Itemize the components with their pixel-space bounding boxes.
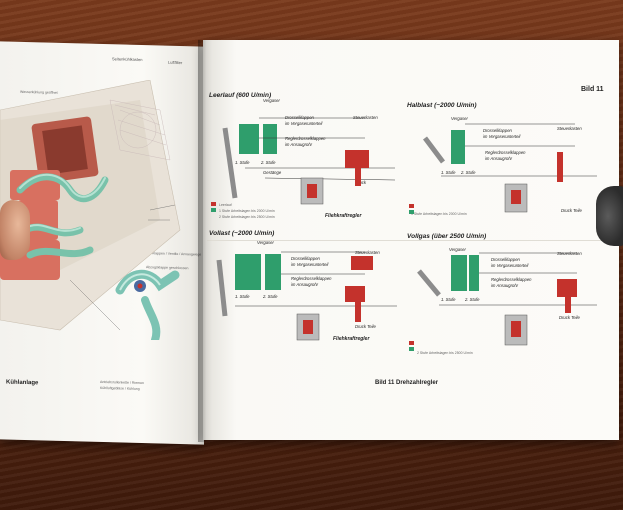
- diagram-vollgas: [409, 252, 597, 351]
- label-drossel-sub: im Vergaserunterteil: [285, 121, 323, 126]
- legend-1: Leerlauf: [219, 203, 232, 207]
- label-drossel-sub: im Vergaserunterteil: [291, 262, 329, 267]
- label-steuer: Steuerkasten: [557, 251, 582, 256]
- panel-leerlauf: Leerlauf (600 U/min) Vergaser Drosselkla…: [205, 88, 400, 238]
- book-gutter: [198, 40, 212, 442]
- label-stufe2: 2. Stufe: [261, 160, 276, 165]
- bild-label: Bild 11: [581, 86, 604, 93]
- label-stufe1: 1. Stufe: [235, 294, 250, 299]
- left-footer: Kühlanlage: [6, 379, 39, 387]
- right-footer: Bild 11 Drehzahlregler: [375, 380, 439, 386]
- label-steuer: Steuerkasten: [355, 250, 380, 255]
- panel-title: Halblast (~2000 U/min): [407, 102, 477, 109]
- legend-1: 1 Stufe Arbeitslagen bis 2000 U/min: [411, 212, 467, 216]
- label-drossel-sub: im Vergaserunterteil: [491, 263, 529, 268]
- engine-cooling-illustration: [0, 80, 181, 340]
- legend-2: 1 Stufe Arbeitslagen bis 2000 U/min: [219, 209, 275, 213]
- label-vergaser: Vergaser: [257, 240, 274, 245]
- label-gestaenge: Gestänge: [263, 170, 282, 175]
- label-fliehkraft: Fliehkraftregler: [333, 336, 370, 342]
- label-drossel: Drosselklappen: [491, 257, 520, 262]
- label-stufe1: 1. Stufe: [235, 160, 250, 165]
- label-steuer: Steuerkasten: [353, 115, 378, 120]
- label-drossel: Drosselklappen: [285, 115, 314, 120]
- label-stufe1: 1. Stufe: [441, 297, 456, 302]
- label-drossel: Drosselklappen: [291, 256, 320, 261]
- right-page: Bild 11 Bild 11 Drehzahlregler: [203, 40, 619, 440]
- label-drossel-sub: im Vergaserunterteil: [483, 134, 521, 139]
- left-header-left: Seitenkühlkasten: [112, 56, 143, 63]
- panel-title: Leerlauf (600 U/min): [209, 92, 272, 99]
- label-drossel: Drosselklappen: [483, 128, 512, 133]
- left-header-right: Luftfilter: [168, 59, 183, 66]
- label-vergaser: Vergaser: [263, 98, 280, 103]
- label-regler-sub: im Ansaugrohr: [291, 282, 319, 287]
- panel-title: Vollast (~2000 U/min): [209, 230, 275, 237]
- label-stufe2: 2. Stufe: [263, 294, 278, 299]
- label-stufe2: 2. Stufe: [465, 297, 480, 302]
- diagram-leerlauf: [211, 117, 396, 212]
- panel-title: Vollgas (über 2500 U/min): [407, 233, 487, 240]
- label-regler: Reglerdrosselklappen: [485, 150, 526, 155]
- panel-divider: [207, 240, 613, 241]
- panel-vollast: Vollast (~2000 U/min) Vergaser Drosselkl…: [205, 230, 400, 375]
- label-druck: Druck Teile: [561, 208, 582, 213]
- legend-1: 2 Stufe Arbeitslagen bis 2500 U/min: [417, 351, 473, 355]
- label-regler-sub: im Ansaugrohr: [285, 142, 313, 147]
- label-regler: Reglerdrosselklappen: [491, 277, 532, 282]
- label-regler-sub: im Ansaugrohr: [485, 156, 513, 161]
- label-stufe2: 2. Stufe: [461, 170, 476, 175]
- panel-vollgas: Vollgas (über 2500 U/min) Vergaser Dross…: [405, 225, 600, 375]
- diagram-halblast: [409, 123, 597, 214]
- label-vergaser: Vergaser: [451, 116, 468, 121]
- panel-halblast: Halblast (~2000 U/min) Vergaser Drosselk…: [405, 88, 600, 238]
- label-stufe1: 1. Stufe: [441, 170, 456, 175]
- legend-3: 2 Stufe Arbeitslagen bis 2500 U/min: [219, 215, 275, 219]
- label-regler: Reglerdrosselklappen: [291, 276, 332, 281]
- label-bottom1: Antriebsrollenkette / Riemen: [100, 379, 144, 386]
- label-vergaser: Vergaser: [449, 247, 466, 252]
- label-regler: Reglerdrosselklappen: [285, 136, 326, 141]
- label-druck: Druck Teile: [559, 315, 580, 320]
- left-thumb: [0, 200, 30, 260]
- label-fliehkraft: Fliehkraftregler: [325, 213, 362, 219]
- label-druck: Druck Teile: [355, 324, 376, 329]
- diagram-vollast: [216, 251, 397, 341]
- label-steuer: Steuerkasten: [557, 126, 582, 131]
- right-hand: [596, 186, 623, 246]
- label-bottom2: Kühlluftgebläse / Kühlung: [100, 385, 140, 391]
- label-regler-sub: im Ansaugrohr: [491, 283, 519, 288]
